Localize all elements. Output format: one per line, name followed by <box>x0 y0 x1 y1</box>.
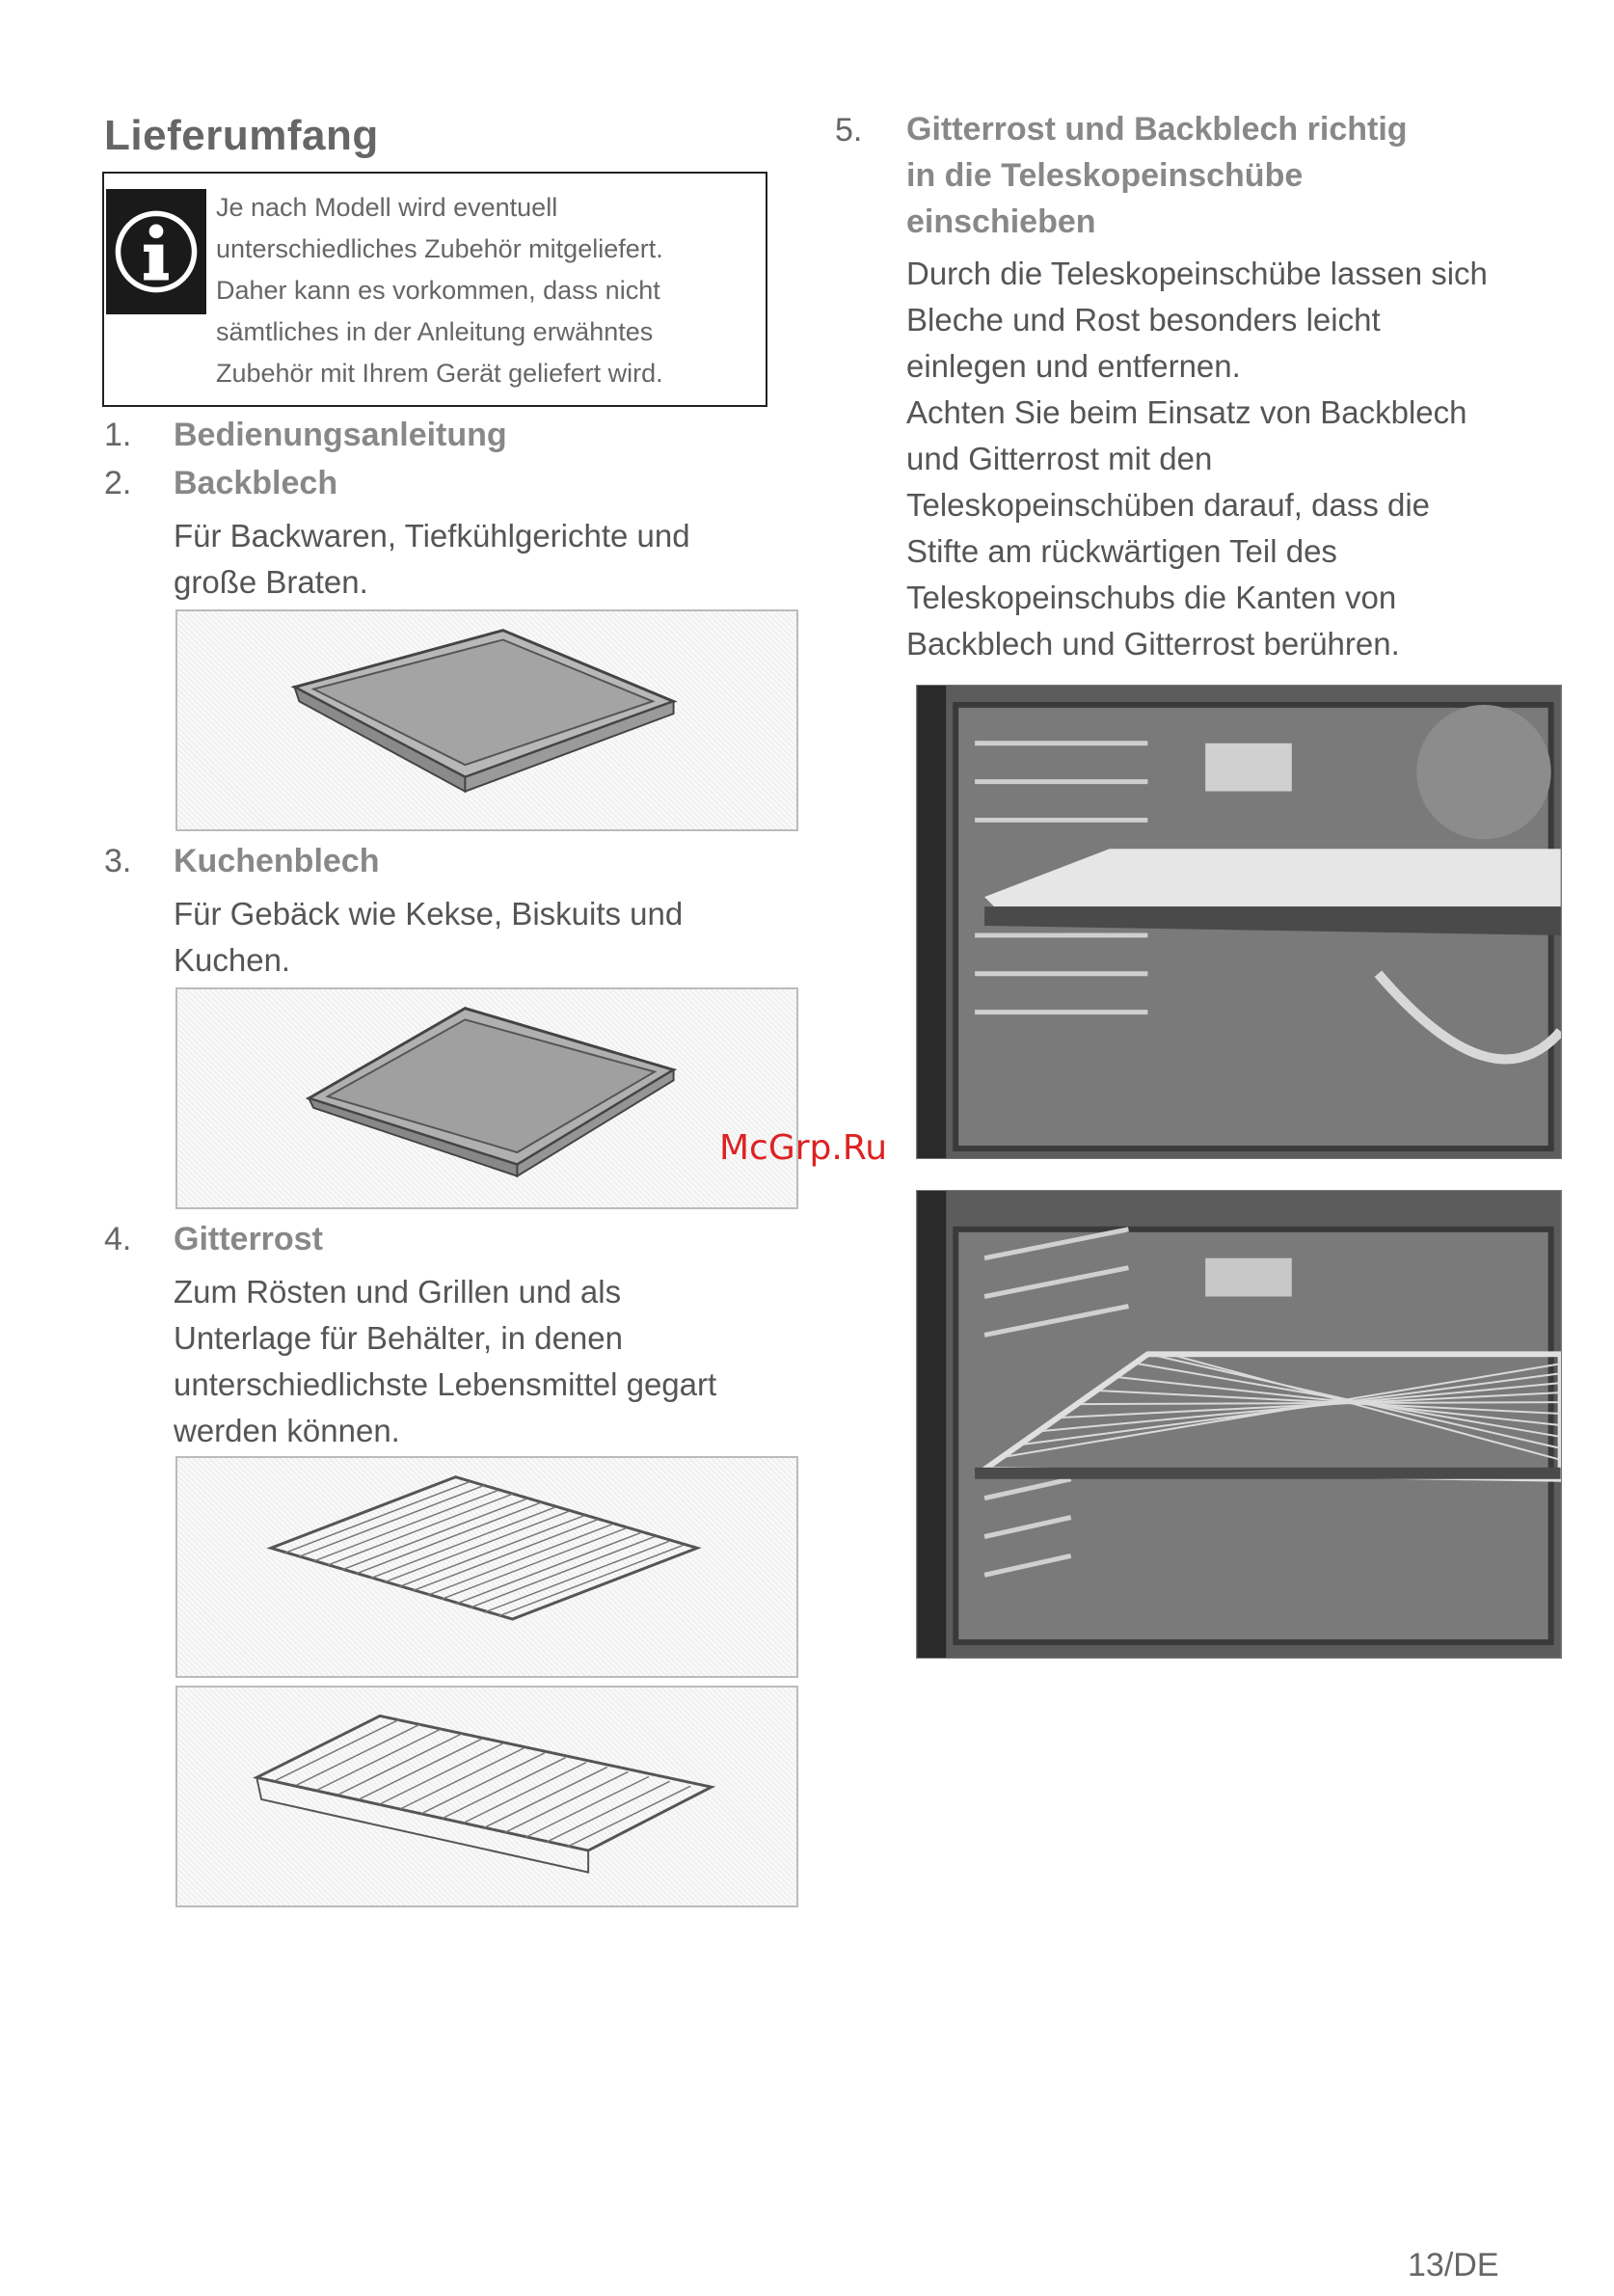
wire-grid-tray-figure <box>175 1686 798 1907</box>
item-number: 2. <box>104 465 132 501</box>
desc-line: Teleskopeinschubs die Kanten von <box>906 580 1397 615</box>
wire-grid-figure <box>175 1456 798 1678</box>
item-title: Backblech <box>174 465 338 501</box>
list-item-3: 3. Kuchenblech Für Gebäck wie Kekse, Bis… <box>104 843 798 978</box>
desc-line: Achten Sie beim Einsatz von Backblech <box>906 394 1467 430</box>
item-description: Für Gebäck wie Kekse, Biskuits und Kuche… <box>174 891 683 984</box>
info-box: Je nach Modell wird eventuell unterschie… <box>102 172 767 407</box>
item-number: 4. <box>104 1221 132 1257</box>
list-item-4: 4. Gitterrost Zum Rösten und Grillen und… <box>104 1221 798 1452</box>
title-line: einschieben <box>906 203 1096 240</box>
cake-tray-figure <box>175 987 798 1209</box>
desc-line: Unterlage für Behälter, in denen <box>174 1320 623 1356</box>
desc-line: Durch die Teleskopeinschübe lassen sich <box>906 256 1488 291</box>
list-item-5: 5. Gitterrost und Backblech richtig in d… <box>835 111 1529 671</box>
desc-line: und Gitterrost mit den <box>906 441 1213 476</box>
item-description: Zum Rösten und Grillen und als Unterlage… <box>174 1269 716 1454</box>
desc-line: unterschiedlichste Lebensmittel gegart <box>174 1366 717 1402</box>
list-item-1: 1. Bedienungsanleitung <box>104 417 798 465</box>
watermark: McGrp.Ru <box>719 1128 888 1168</box>
oven-grid-photo <box>916 1190 1562 1659</box>
desc-line: Stifte am rückwärtigen Teil des <box>906 533 1337 569</box>
title-line: Gitterrost und Backblech richtig <box>906 111 1408 148</box>
desc-line: Zum Rösten und Grillen und als <box>174 1274 622 1310</box>
info-line: unterschiedliches Zubehör mitgeliefert. <box>216 234 663 263</box>
oven-tray-photo <box>916 685 1562 1159</box>
desc-line: Bleche und Rost besonders leicht <box>906 302 1381 338</box>
info-icon <box>106 189 206 314</box>
item-title: Bedienungsanleitung <box>174 417 507 453</box>
item-number: 3. <box>104 843 132 879</box>
item-title: Gitterrost und Backblech richtig in die … <box>906 106 1408 245</box>
info-line: Je nach Modell wird eventuell <box>216 193 558 222</box>
desc-line: Für Gebäck wie Kekse, Biskuits und <box>174 896 684 932</box>
item-description: Für Backwaren, Tiefkühlgerichte und groß… <box>174 513 690 606</box>
desc-line: Backblech und Gitterrost berühren. <box>906 626 1400 662</box>
desc-line: große Braten. <box>174 564 368 600</box>
baking-tray-figure <box>175 609 798 831</box>
title-line: in die Teleskopeinschübe <box>906 157 1304 194</box>
info-line: sämtliches in der Anleitung erwähntes <box>216 317 654 346</box>
desc-line: Für Backwaren, Tiefkühlgerichte und <box>174 518 690 554</box>
info-line: Daher kann es vorkommen, dass nicht <box>216 276 660 305</box>
page-number: 13/DE <box>1408 2247 1499 2283</box>
list-item-2: 2. Backblech Für Backwaren, Tiefkühlgeri… <box>104 465 798 600</box>
item-number: 1. <box>104 417 132 453</box>
item-title: Gitterrost <box>174 1221 323 1257</box>
desc-line: werden können. <box>174 1413 400 1448</box>
page-title: Lieferumfang <box>104 112 379 159</box>
desc-line: einlegen und entfernen. <box>906 348 1241 384</box>
item-description: Durch die Teleskopeinschübe lassen sich … <box>906 251 1488 667</box>
item-number: 5. <box>835 112 863 149</box>
item-title: Kuchenblech <box>174 843 380 879</box>
info-line: Zubehör mit Ihrem Gerät geliefert wird. <box>216 359 663 388</box>
info-text: Je nach Modell wird eventuell unterschie… <box>216 187 761 394</box>
desc-line: Kuchen. <box>174 942 291 978</box>
desc-line: Teleskopeinschüben darauf, dass die <box>906 487 1431 523</box>
